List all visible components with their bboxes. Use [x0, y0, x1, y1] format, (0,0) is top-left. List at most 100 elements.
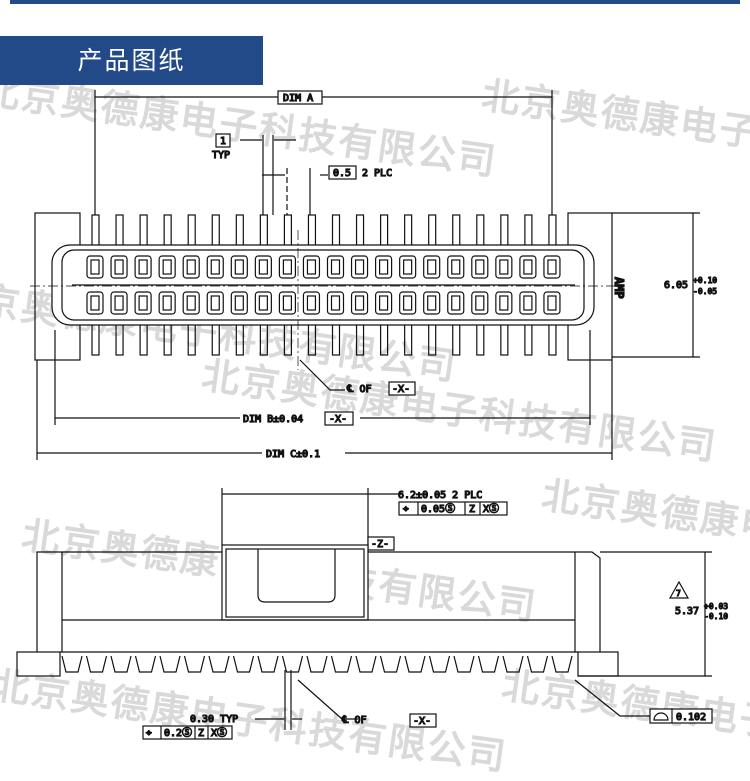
- contact: [230, 255, 248, 279]
- height-value: 6.05: [664, 280, 688, 291]
- contact-inner: [306, 295, 317, 311]
- pin: [500, 214, 509, 248]
- lead: [85, 655, 108, 673]
- height-value: 5.37: [675, 606, 699, 617]
- contact-inner: [138, 295, 148, 311]
- lead: [183, 655, 206, 673]
- pin: [211, 322, 220, 356]
- contact: [254, 255, 272, 279]
- fcf-top: ⌖ 0.05Ⓢ Z XⓈ: [398, 501, 508, 516]
- pitch-suffix: 2 PLC: [362, 168, 392, 179]
- lead: [232, 655, 255, 673]
- contact-inner: [90, 295, 100, 311]
- contact-inner: [451, 259, 461, 275]
- dim-b-datum: -X-: [329, 414, 347, 425]
- dim-b-label: DIM B±0.04: [243, 414, 303, 425]
- contact: [447, 291, 465, 315]
- center-post: [221, 544, 369, 621]
- pin: [115, 214, 124, 248]
- contact-inner: [306, 259, 317, 275]
- dim-a-label: DIM A: [283, 93, 313, 104]
- pin-width-suffix: TYP: [212, 150, 230, 161]
- position-symbol: ⌖: [403, 504, 409, 515]
- lead: [208, 655, 230, 673]
- contact-inner: [451, 295, 461, 311]
- centerline-label: ℄ OF: [346, 384, 371, 395]
- flange-right: [577, 651, 619, 677]
- contact: [471, 291, 489, 315]
- pin: [139, 214, 148, 248]
- contact: [86, 255, 104, 279]
- pin: [283, 214, 292, 248]
- contact-inner: [499, 295, 509, 311]
- lead: [379, 655, 402, 673]
- contact-inner: [475, 295, 485, 311]
- lead: [330, 655, 353, 673]
- pin: [187, 322, 196, 356]
- height-tol-plus: +0.03: [704, 602, 728, 611]
- contact-inner: [547, 295, 557, 311]
- dim-c-label: DIM C±0.1: [266, 449, 320, 460]
- contact: [375, 291, 393, 315]
- lead: [281, 655, 304, 673]
- lead: [477, 655, 500, 673]
- contact-inner: [379, 295, 389, 311]
- pin: [307, 214, 317, 248]
- pin: [355, 214, 365, 248]
- height-tol-minus: -0.05: [693, 287, 717, 296]
- pin: [91, 214, 100, 248]
- pin: [163, 322, 172, 356]
- contact-inner: [210, 259, 220, 275]
- contact-inner: [499, 259, 509, 275]
- contact: [375, 255, 393, 279]
- pin: [476, 214, 485, 248]
- contact: [543, 255, 561, 279]
- pin: [115, 322, 124, 356]
- side-view: 6.2±0.05 2 PLC ⌖ 0.05Ⓢ Z XⓈ -Z- 7 5.37 +…: [16, 488, 729, 740]
- section-title: 产品图纸: [0, 36, 263, 85]
- pin: [211, 214, 220, 248]
- contact: [206, 291, 224, 315]
- contact: [350, 255, 369, 279]
- contact: [110, 255, 128, 279]
- position-symbol: ⌖: [146, 728, 152, 739]
- pin: [307, 322, 317, 356]
- pin: [404, 322, 413, 356]
- pin: [452, 322, 461, 356]
- lead: [404, 655, 426, 673]
- pin: [500, 322, 509, 356]
- contact: [134, 255, 152, 279]
- lead: [551, 655, 573, 673]
- pin: [235, 214, 244, 248]
- profile-value: 0.102: [676, 712, 706, 723]
- contact: [182, 291, 200, 315]
- contact-inner: [427, 259, 437, 275]
- contact: [399, 291, 417, 315]
- contact: [423, 255, 441, 279]
- contact: [447, 255, 465, 279]
- contact-inner: [379, 259, 389, 275]
- contact-inner: [234, 259, 244, 275]
- contact-inner: [162, 295, 172, 311]
- contact-inner: [114, 259, 124, 275]
- lead: [134, 655, 157, 673]
- lead: [355, 655, 377, 673]
- contact: [495, 255, 513, 279]
- contact: [182, 255, 200, 279]
- contact-inner: [403, 295, 413, 311]
- lead: [110, 655, 132, 673]
- lead: [257, 655, 279, 673]
- contact-inner: [427, 295, 437, 311]
- contact: [326, 291, 345, 315]
- profile-surface-icon: [653, 712, 669, 721]
- contact: [278, 255, 296, 279]
- datum-ref: Z: [198, 728, 204, 739]
- contact: [399, 255, 417, 279]
- contact: [543, 291, 561, 315]
- lead: [159, 655, 181, 673]
- pin: [476, 322, 485, 356]
- pin: [139, 322, 148, 356]
- contact: [158, 255, 176, 279]
- pin: [404, 214, 413, 248]
- pin: [163, 214, 172, 248]
